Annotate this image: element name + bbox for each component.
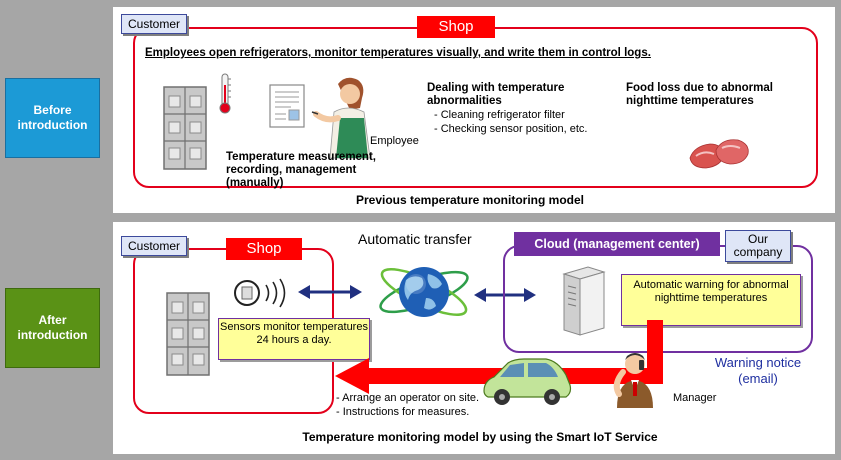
control-log-icon: [269, 84, 305, 128]
measurement-text: Temperature measurement, recording, mana…: [226, 151, 376, 189]
dealing-item-1: - Cleaning refrigerator filter: [434, 109, 565, 121]
after-customer-tag: Customer: [121, 236, 188, 256]
dealing-title: Dealing with temperature abnormalities: [427, 82, 565, 107]
manager-label: Manager: [673, 392, 717, 404]
dealing-item-2: - Checking sensor position, etc.: [434, 123, 588, 135]
our-company-tag: Our company: [725, 230, 791, 262]
thermometer-icon: [219, 73, 231, 114]
double-arrow-icon-right: [474, 288, 536, 302]
automatic-transfer-label: Automatic transfer: [358, 231, 472, 247]
employee-label: Employee: [370, 135, 419, 147]
double-arrow-icon-left: [298, 285, 362, 299]
after-introduction-label: After introduction: [5, 288, 100, 368]
cloud-tag: Cloud (management center): [514, 232, 720, 256]
before-caption: Previous temperature monitoring model: [355, 193, 585, 207]
operator-item-1: - Arrange an operator on site.: [336, 392, 480, 404]
before-headline: Employees open refrigerators, monitor te…: [145, 47, 651, 59]
before-customer-tag: Customer: [121, 14, 188, 34]
manager-icon: [613, 353, 653, 408]
refrigerator-icon: [163, 86, 207, 170]
sensor-note: Sensors monitor temperatures 24 hours a …: [218, 318, 370, 360]
sensor-icon: [234, 278, 286, 308]
globe-icon: [379, 267, 469, 317]
car-icon: [483, 358, 572, 405]
after-caption: Temperature monitoring model by using th…: [302, 430, 658, 444]
warning-flow-arrow: [335, 320, 663, 394]
server-icon: [562, 266, 606, 336]
warning-notice-label: Warning notice (email): [714, 355, 802, 386]
after-shop-tag: Shop: [226, 238, 302, 260]
before-panel: [113, 7, 835, 213]
food-loss-text: Food loss due to abnormal nighttime temp…: [626, 82, 773, 107]
meat-icon: [689, 139, 749, 169]
employee-icon: [311, 77, 371, 159]
before-introduction-label: Before introduction: [5, 78, 100, 158]
warning-note: Automatic warning for abnormal nighttime…: [621, 274, 801, 326]
before-shop-tag: Shop: [417, 16, 495, 38]
operator-item-2: - Instructions for measures.: [336, 406, 470, 418]
refrigerator-icon-after: [166, 292, 210, 376]
